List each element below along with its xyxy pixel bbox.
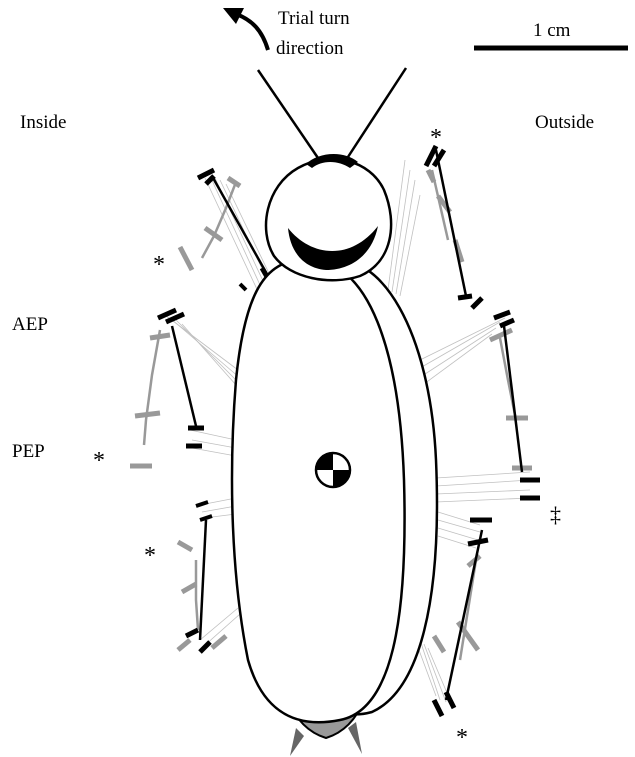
aep-label: AEP: [12, 314, 48, 335]
turn-direction-label-line2: direction: [276, 38, 344, 59]
turn-direction-arrow: [223, 8, 268, 50]
asterisk-marker: *: [93, 448, 105, 474]
asterisk-marker: *: [456, 725, 468, 751]
cockroach-body: [232, 260, 437, 723]
left-wing: [232, 260, 405, 723]
asterisk-marker: *: [153, 252, 165, 278]
pep-label: PEP: [12, 441, 45, 462]
scale-bar-label: 1 cm: [533, 20, 571, 41]
center-of-mass-icon: [316, 453, 350, 487]
asterisk-marker: *: [144, 543, 156, 569]
outside-label: Outside: [535, 112, 594, 133]
turn-direction-label-line1: Trial turn: [278, 8, 350, 29]
cockroach-head: [266, 154, 391, 280]
antennae: [258, 68, 406, 160]
double-dagger-marker: ‡: [550, 502, 561, 527]
inside-label: Inside: [20, 112, 66, 133]
